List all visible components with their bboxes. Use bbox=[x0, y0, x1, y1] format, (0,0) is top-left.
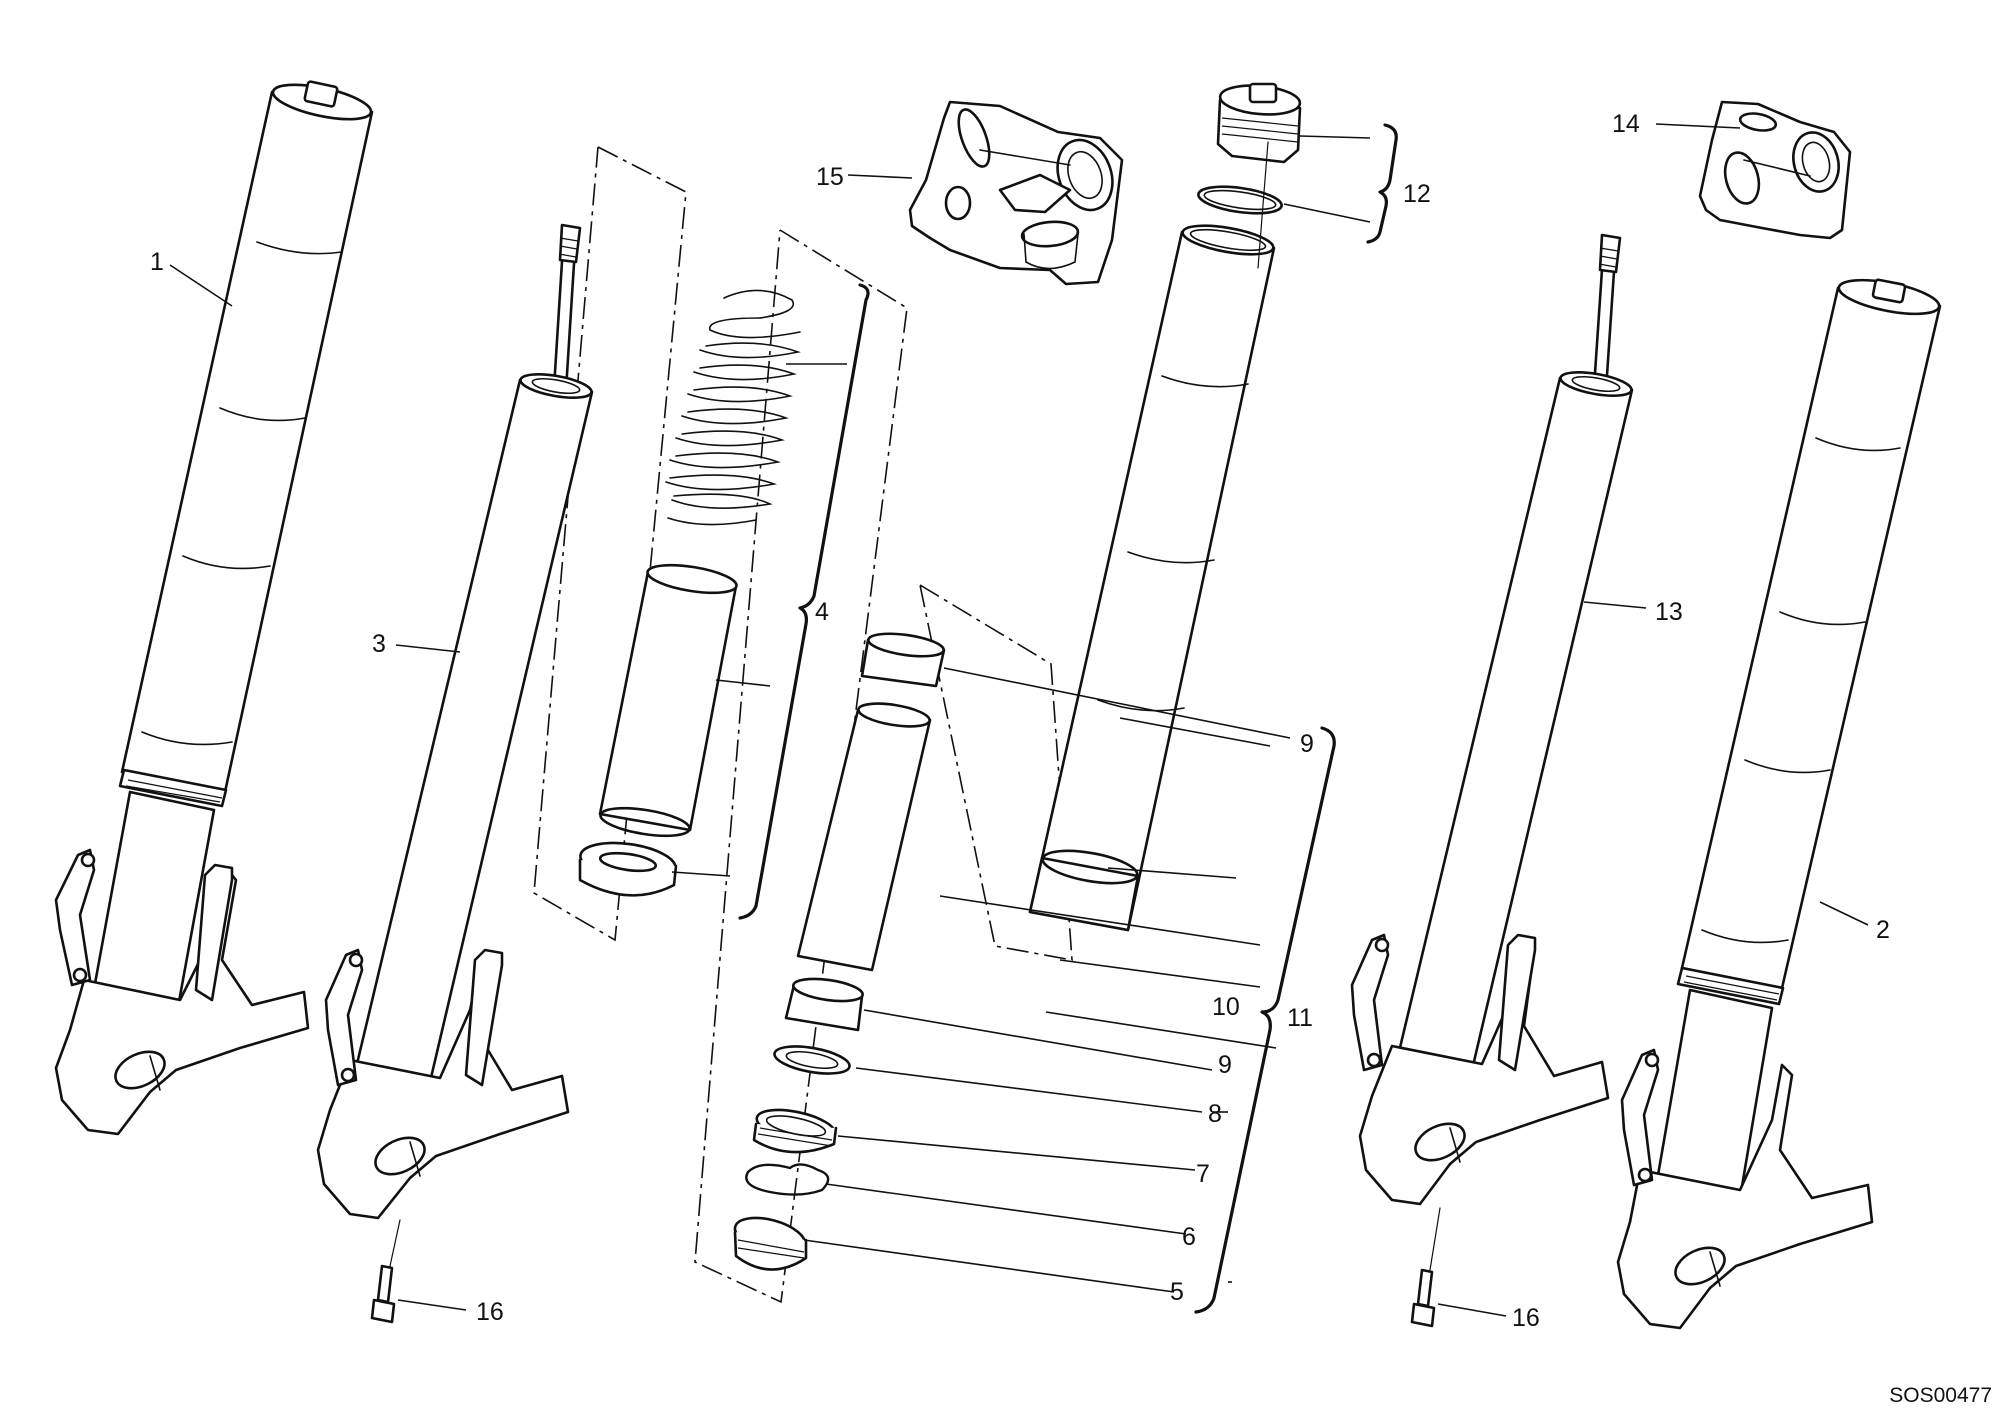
spacer-tube bbox=[598, 563, 738, 838]
spring-washer bbox=[578, 841, 678, 897]
bushing-top bbox=[860, 632, 946, 688]
bolt-right bbox=[1410, 1268, 1436, 1328]
callout-16-right: 16 bbox=[1512, 1304, 1540, 1332]
callout-3: 3 bbox=[372, 630, 386, 658]
bushing-bottom bbox=[784, 977, 864, 1032]
part-12-fork-cap-and-oring bbox=[1197, 82, 1302, 215]
part-14-top-clamp-right bbox=[1698, 100, 1852, 240]
leader-lines bbox=[169, 123, 1869, 1317]
outer-tube-center bbox=[1028, 224, 1276, 932]
callout-8: 8 bbox=[1208, 1100, 1222, 1128]
callout-9-lower: 9 bbox=[1218, 1051, 1232, 1079]
assembly-outline-11 bbox=[919, 584, 1073, 961]
callout-6: 6 bbox=[1182, 1223, 1196, 1251]
center-lines bbox=[389, 141, 1441, 1271]
part-1-fork-leg-left bbox=[54, 80, 374, 1136]
callout-7: 7 bbox=[1196, 1160, 1210, 1188]
part-13-inner-tube-right bbox=[1350, 233, 1634, 1206]
assembly-outline-4 bbox=[694, 229, 908, 1304]
part-3-inner-tube-left bbox=[316, 223, 594, 1220]
callout-14: 14 bbox=[1612, 110, 1640, 138]
callout-10: 10 bbox=[1212, 993, 1240, 1021]
callout-9-upper: 9 bbox=[1300, 730, 1314, 758]
spring bbox=[665, 289, 801, 526]
part-4-spring-kit bbox=[578, 289, 801, 897]
callout-12: 12 bbox=[1403, 180, 1431, 208]
callout-1: 1 bbox=[150, 248, 164, 276]
assembly-outlines bbox=[533, 146, 1073, 1304]
bracket-4 bbox=[738, 283, 870, 920]
part-11-fork-leg-assembly bbox=[733, 224, 1276, 1271]
washer bbox=[773, 1045, 851, 1075]
clip-ring bbox=[745, 1163, 830, 1196]
callout-4: 4 bbox=[815, 598, 829, 626]
callout-11: 11 bbox=[1287, 1004, 1313, 1032]
bolt-left bbox=[370, 1264, 396, 1324]
part-16-bolts bbox=[370, 1264, 1436, 1328]
assembly-outline-3 bbox=[533, 146, 687, 942]
dust-seal bbox=[733, 1216, 808, 1271]
group-brackets bbox=[738, 123, 1398, 1314]
part-15-top-clamp-left bbox=[908, 100, 1124, 286]
bracket-11 bbox=[1194, 726, 1336, 1314]
callout-16-left: 16 bbox=[476, 1298, 504, 1326]
callout-13: 13 bbox=[1655, 598, 1683, 626]
drawing-code: SOS00477 bbox=[1889, 1384, 1992, 1407]
callout-15: 15 bbox=[816, 163, 844, 191]
callout-2: 2 bbox=[1876, 916, 1890, 944]
bracket-12 bbox=[1366, 123, 1398, 244]
oil-seal bbox=[752, 1108, 838, 1154]
callout-labels: 1 2 3 4 5 6 7 8 9 9 10 11 12 13 14 15 16… bbox=[150, 110, 1890, 1332]
slider-tube bbox=[796, 702, 932, 972]
part-2-fork-leg-right bbox=[1616, 278, 1942, 1330]
callout-5: 5 bbox=[1170, 1278, 1184, 1306]
